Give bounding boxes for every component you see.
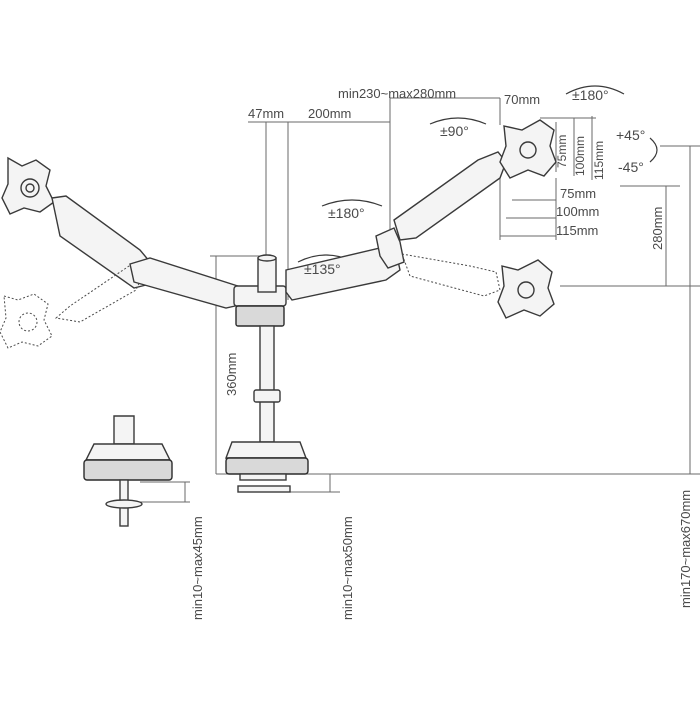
vesa-h115-label: 115mm <box>556 223 598 238</box>
pole-lock-ring <box>253 389 281 403</box>
grommet-plate <box>105 499 143 509</box>
dimension-lines <box>140 97 700 503</box>
arm-rotate-arc <box>321 199 383 207</box>
right-elbow <box>375 227 405 269</box>
arm-rotate-label: ±180° <box>328 205 365 221</box>
pole-offset-label: 47mm <box>248 106 284 121</box>
pole-assembly <box>224 254 309 493</box>
tilt-arc <box>649 137 658 163</box>
dimension-labels: min230~max280mm 70mm 47mm 200mm 360mm 28… <box>190 86 693 620</box>
vesa-v100-label: 100mm <box>573 136 587 176</box>
total-height-label: min170~max670mm <box>678 490 693 608</box>
pole-height-label: 360mm <box>224 353 239 396</box>
vesa-offset-label: 70mm <box>504 92 540 107</box>
vesa-v75-label: 75mm <box>555 135 569 168</box>
tilt-down-label: -45° <box>618 159 644 175</box>
swivel-label: ±90° <box>440 123 469 139</box>
reach-label: min230~max280mm <box>338 86 456 101</box>
pole-collar <box>235 305 285 327</box>
swivel-arc <box>429 117 487 125</box>
pole <box>259 325 275 443</box>
vesa-h100-label: 100mm <box>556 204 599 219</box>
vesa-plate-left-upper <box>1 156 55 215</box>
clamp-jaw-bottom <box>237 485 291 493</box>
rotation-arcs <box>297 85 658 263</box>
left-arm-assembly <box>0 156 245 349</box>
rotation-labels: ±180° ±90° ±180° ±135° +45° -45° <box>304 87 645 277</box>
vesa-plate-left-lower <box>0 293 53 349</box>
base-clamp <box>225 457 309 475</box>
segment-label: 200mm <box>308 106 351 121</box>
vesa-v115-label: 115mm <box>592 141 606 180</box>
base-top <box>224 441 308 459</box>
rotate-arc-top <box>565 85 625 95</box>
right-arm-assembly <box>285 119 557 319</box>
tilt-up-label: +45° <box>616 127 645 143</box>
grommet-base <box>83 459 173 481</box>
clamp-jaw-top <box>239 473 287 481</box>
grommet-assembly <box>83 415 173 527</box>
left-lower-arm <box>129 257 245 309</box>
monitor-rotate-label: ±180° <box>572 87 609 103</box>
clamp-thickness-label: min10~max50mm <box>340 516 355 620</box>
grommet-thickness-label: min10~max45mm <box>190 516 205 620</box>
vesa-h75-label: 75mm <box>560 186 596 201</box>
vesa-plate-right-lower <box>497 259 555 319</box>
grommet-base-top <box>84 443 172 461</box>
right-gas-arm <box>393 151 507 241</box>
height-adjust-label: 280mm <box>650 207 665 250</box>
base-rotate-label: ±135° <box>304 261 341 277</box>
grommet-pole <box>113 415 135 445</box>
pole-cap <box>257 257 277 293</box>
right-gas-arm-ghost <box>401 253 501 297</box>
vesa-plate-right-upper <box>499 119 557 179</box>
